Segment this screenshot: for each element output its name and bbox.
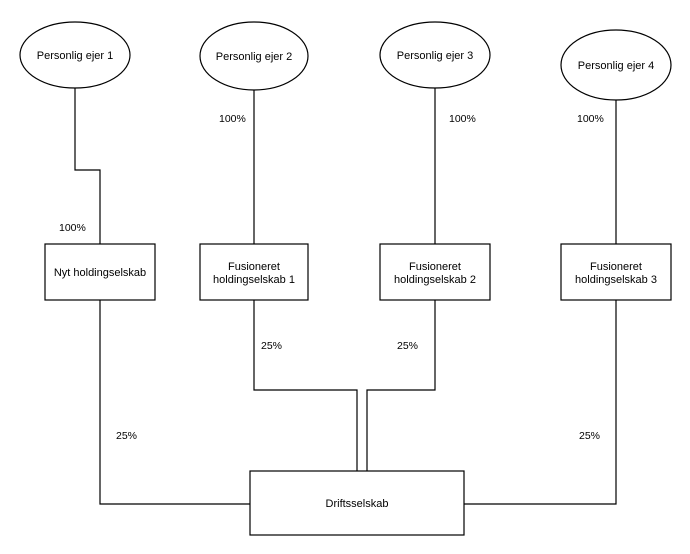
holdings: Nyt holdingselskab Fusioneret holdingsel…	[44, 243, 672, 301]
owner-label: Personlig ejer 4	[578, 60, 654, 72]
holding-label-line-2: holdingselskab 3	[575, 274, 657, 286]
operating-company-label: Driftsselskab	[326, 498, 389, 510]
owner-label: Personlig ejer 1	[37, 50, 113, 62]
pct-owner4-holding: 100%	[577, 113, 604, 125]
pct-holding1-operating: 25%	[116, 430, 137, 442]
holding-node-4: Fusioneret holdingselskab 3	[560, 243, 672, 301]
connector-holding4-operating	[464, 300, 617, 505]
connector-holding2-operating	[253, 300, 358, 471]
owner-label: Personlig ejer 3	[397, 50, 473, 62]
holding-node-2: Fusioneret holdingselskab 1	[199, 243, 309, 301]
pct-holding2-operating: 25%	[261, 340, 282, 352]
owner-node-4: Personlig ejer 4	[560, 29, 672, 101]
connectors	[74, 88, 617, 505]
owner-node-3: Personlig ejer 3	[379, 21, 491, 89]
connector-holding3-operating	[366, 300, 436, 471]
pct-holding4-operating: 25%	[579, 430, 600, 442]
holding-label-line-2: holdingselskab 1	[213, 274, 295, 286]
holding-label-line-1: Nyt holdingselskab	[54, 267, 146, 279]
ownership-percentages: 100% 100% 100% 100% 25% 25% 25% 25%	[59, 113, 604, 442]
owners: Personlig ejer 1 Personlig ejer 2 Person…	[19, 21, 672, 101]
holding-label-line-2: holdingselskab 2	[394, 274, 476, 286]
owner-label: Personlig ejer 2	[216, 51, 292, 63]
holding-label-line-1: Fusioneret	[409, 261, 461, 273]
pct-holding3-operating: 25%	[397, 340, 418, 352]
holding-node-3: Fusioneret holdingselskab 2	[379, 243, 491, 301]
operating-company-node: Driftsselskab	[249, 470, 465, 536]
pct-owner2-holding: 100%	[219, 113, 246, 125]
connector-owner1-holding	[74, 88, 101, 244]
owner-node-1: Personlig ejer 1	[19, 21, 131, 89]
pct-owner1-holding: 100%	[59, 222, 86, 234]
owner-node-2: Personlig ejer 2	[199, 21, 309, 91]
holding-label-line-1: Fusioneret	[590, 261, 642, 273]
holding-node-1: Nyt holdingselskab	[44, 243, 156, 301]
holding-label-line-1: Fusioneret	[228, 261, 280, 273]
connector-holding1-operating	[99, 300, 250, 505]
pct-owner3-holding: 100%	[449, 113, 476, 125]
